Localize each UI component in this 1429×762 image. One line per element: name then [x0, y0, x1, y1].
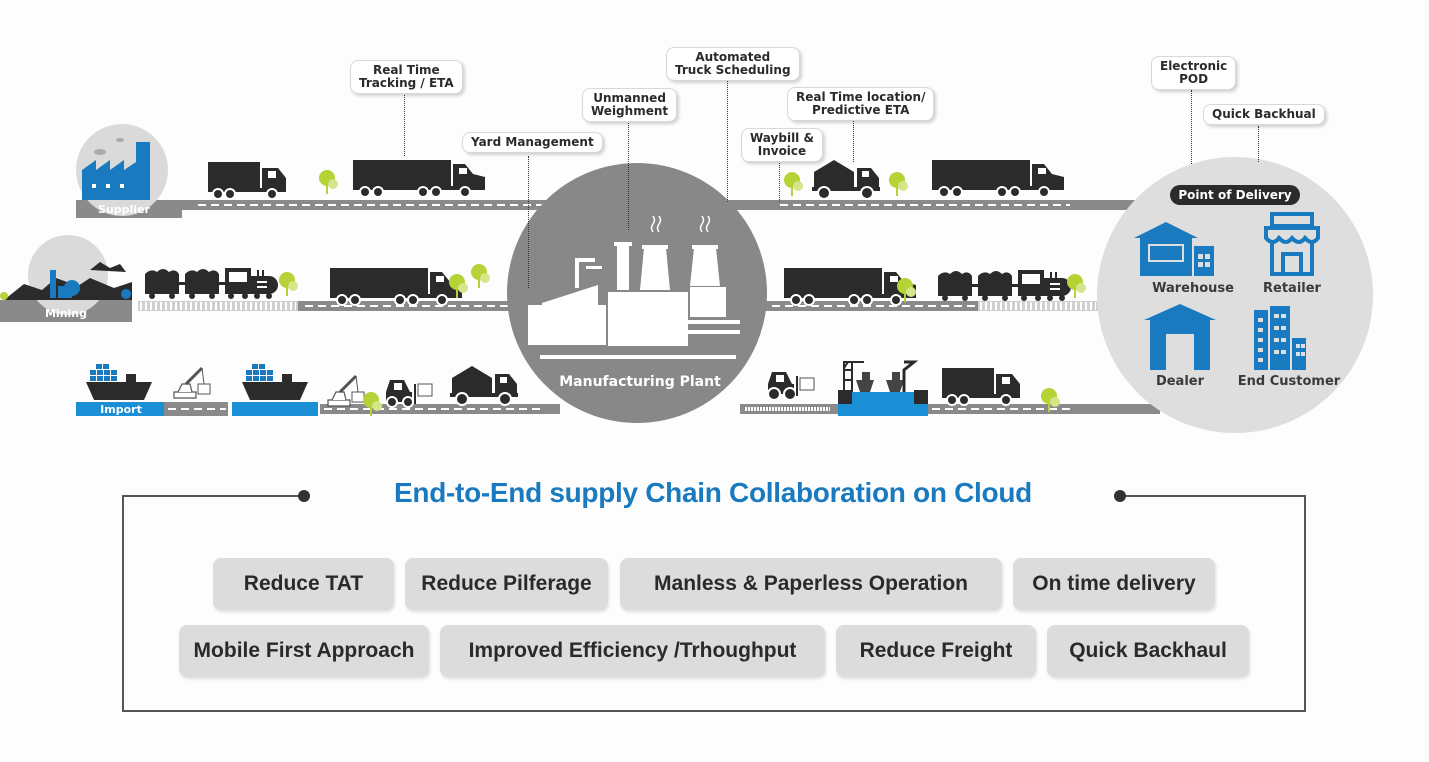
tree-icon: [471, 264, 490, 288]
callout-text: Quick Backhual: [1212, 107, 1316, 121]
pod-label-dealer: Dealer: [1155, 374, 1205, 389]
forklift-icon: [767, 372, 815, 401]
callout-waybill-invoice: Waybill & Invoice: [741, 128, 823, 162]
source-label-supplier: Supplier: [98, 203, 150, 216]
crane-icon: [172, 366, 212, 400]
callout-real-time-location: Real Time location/ Predictive ETA: [787, 87, 935, 121]
tree-icon: [1067, 274, 1086, 298]
benefit-badge: Quick Backhaul: [1047, 625, 1249, 677]
frame-dot: [298, 490, 310, 502]
benefit-badge: Improved Efficiency /Trhoughput: [440, 625, 825, 677]
pod-title: Point of Delivery: [1170, 185, 1300, 205]
benefit-badge: Reduce TAT: [213, 558, 394, 610]
callout-text: Electronic POD: [1160, 59, 1228, 86]
tree-icon: [279, 272, 298, 296]
tree-icon: [889, 172, 908, 196]
source-label-import: Import: [100, 403, 142, 416]
mining-icon: [0, 235, 132, 315]
supply-chain-scene: [0, 124, 1373, 433]
benefit-badge: Mobile First Approach: [179, 625, 429, 677]
callout-text: Real Time Tracking / ETA: [359, 63, 454, 90]
callout-unmanned-weighment: Unmanned Weighment: [582, 88, 678, 122]
tree-icon: [784, 172, 803, 196]
callout-connector: [727, 80, 728, 202]
truck-icon: [207, 161, 287, 200]
frame-top-line: [1120, 495, 1306, 497]
forklift-icon: [386, 380, 433, 408]
cargo-ship-icon: [242, 364, 308, 400]
tipper-truck-icon: [811, 159, 881, 200]
callout-automated-truck-scheduling: Automated Truck Scheduling: [666, 47, 800, 81]
pod-label-retailer: Retailer: [1263, 281, 1321, 296]
tipper-truck-icon: [449, 365, 519, 406]
truck-trailer-icon: [931, 159, 1065, 198]
callout-connector: [853, 118, 854, 162]
callout-text: Waybill & Invoice: [750, 131, 814, 158]
callout-real-time-tracking: Real Time Tracking / ETA: [350, 60, 463, 94]
retail-store-icon: [1264, 212, 1320, 276]
summary-frame: [122, 496, 1306, 712]
train-icon: [938, 270, 1071, 301]
source-label-mining: Mining: [44, 307, 88, 320]
callout-text: Real Time location/ Predictive ETA: [796, 90, 926, 117]
callout-electronic-pod: Electronic POD: [1151, 56, 1237, 90]
tree-icon: [319, 170, 338, 194]
city-buildings-icon: [1254, 306, 1306, 370]
callout-text: Unmanned Weighment: [591, 91, 669, 118]
truck-icon: [941, 367, 1021, 406]
pod-label-end-customer: End Customer: [1237, 374, 1341, 389]
benefit-badge: Manless & Paperless Operation: [620, 558, 1002, 610]
summary-headline: End-to-End supply Chain Collaboration on…: [394, 477, 1032, 508]
callout-quick-backhual: Quick Backhual: [1203, 104, 1325, 125]
callout-connector: [779, 160, 780, 202]
benefit-badge: Reduce Freight: [836, 625, 1036, 677]
truck-trailer-icon: [783, 267, 917, 306]
port-icon: [838, 360, 928, 404]
pod-label-warehouse: Warehouse: [1152, 281, 1234, 296]
dealer-shed-icon: [1144, 304, 1216, 370]
road-bottom: [76, 392, 1160, 416]
plant-label: Manufacturing Plant: [559, 374, 721, 390]
callout-text: Yard Management: [471, 135, 594, 149]
benefit-badge: Reduce Pilferage: [405, 558, 608, 610]
callout-connector: [404, 92, 405, 156]
frame-dot: [1114, 490, 1126, 502]
benefit-badge: On time delivery: [1013, 558, 1215, 610]
factory-icon: [76, 124, 168, 216]
crane-icon: [326, 374, 366, 408]
point-of-delivery: [1097, 157, 1373, 433]
callout-connector: [528, 156, 529, 288]
callout-yard-management: Yard Management: [462, 132, 603, 153]
callout-connector: [1191, 90, 1192, 164]
manufacturing-plant-icon: [507, 163, 767, 423]
frame-top-line: [122, 495, 304, 497]
callout-connector: [1258, 126, 1259, 162]
warehouse-icon: [1134, 222, 1214, 276]
train-icon: [145, 268, 278, 299]
truck-trailer-icon: [352, 159, 486, 198]
truck-trailer-icon: [329, 267, 463, 306]
cargo-ship-icon: [86, 364, 152, 400]
callout-text: Automated Truck Scheduling: [675, 50, 791, 77]
callout-connector: [628, 120, 629, 230]
